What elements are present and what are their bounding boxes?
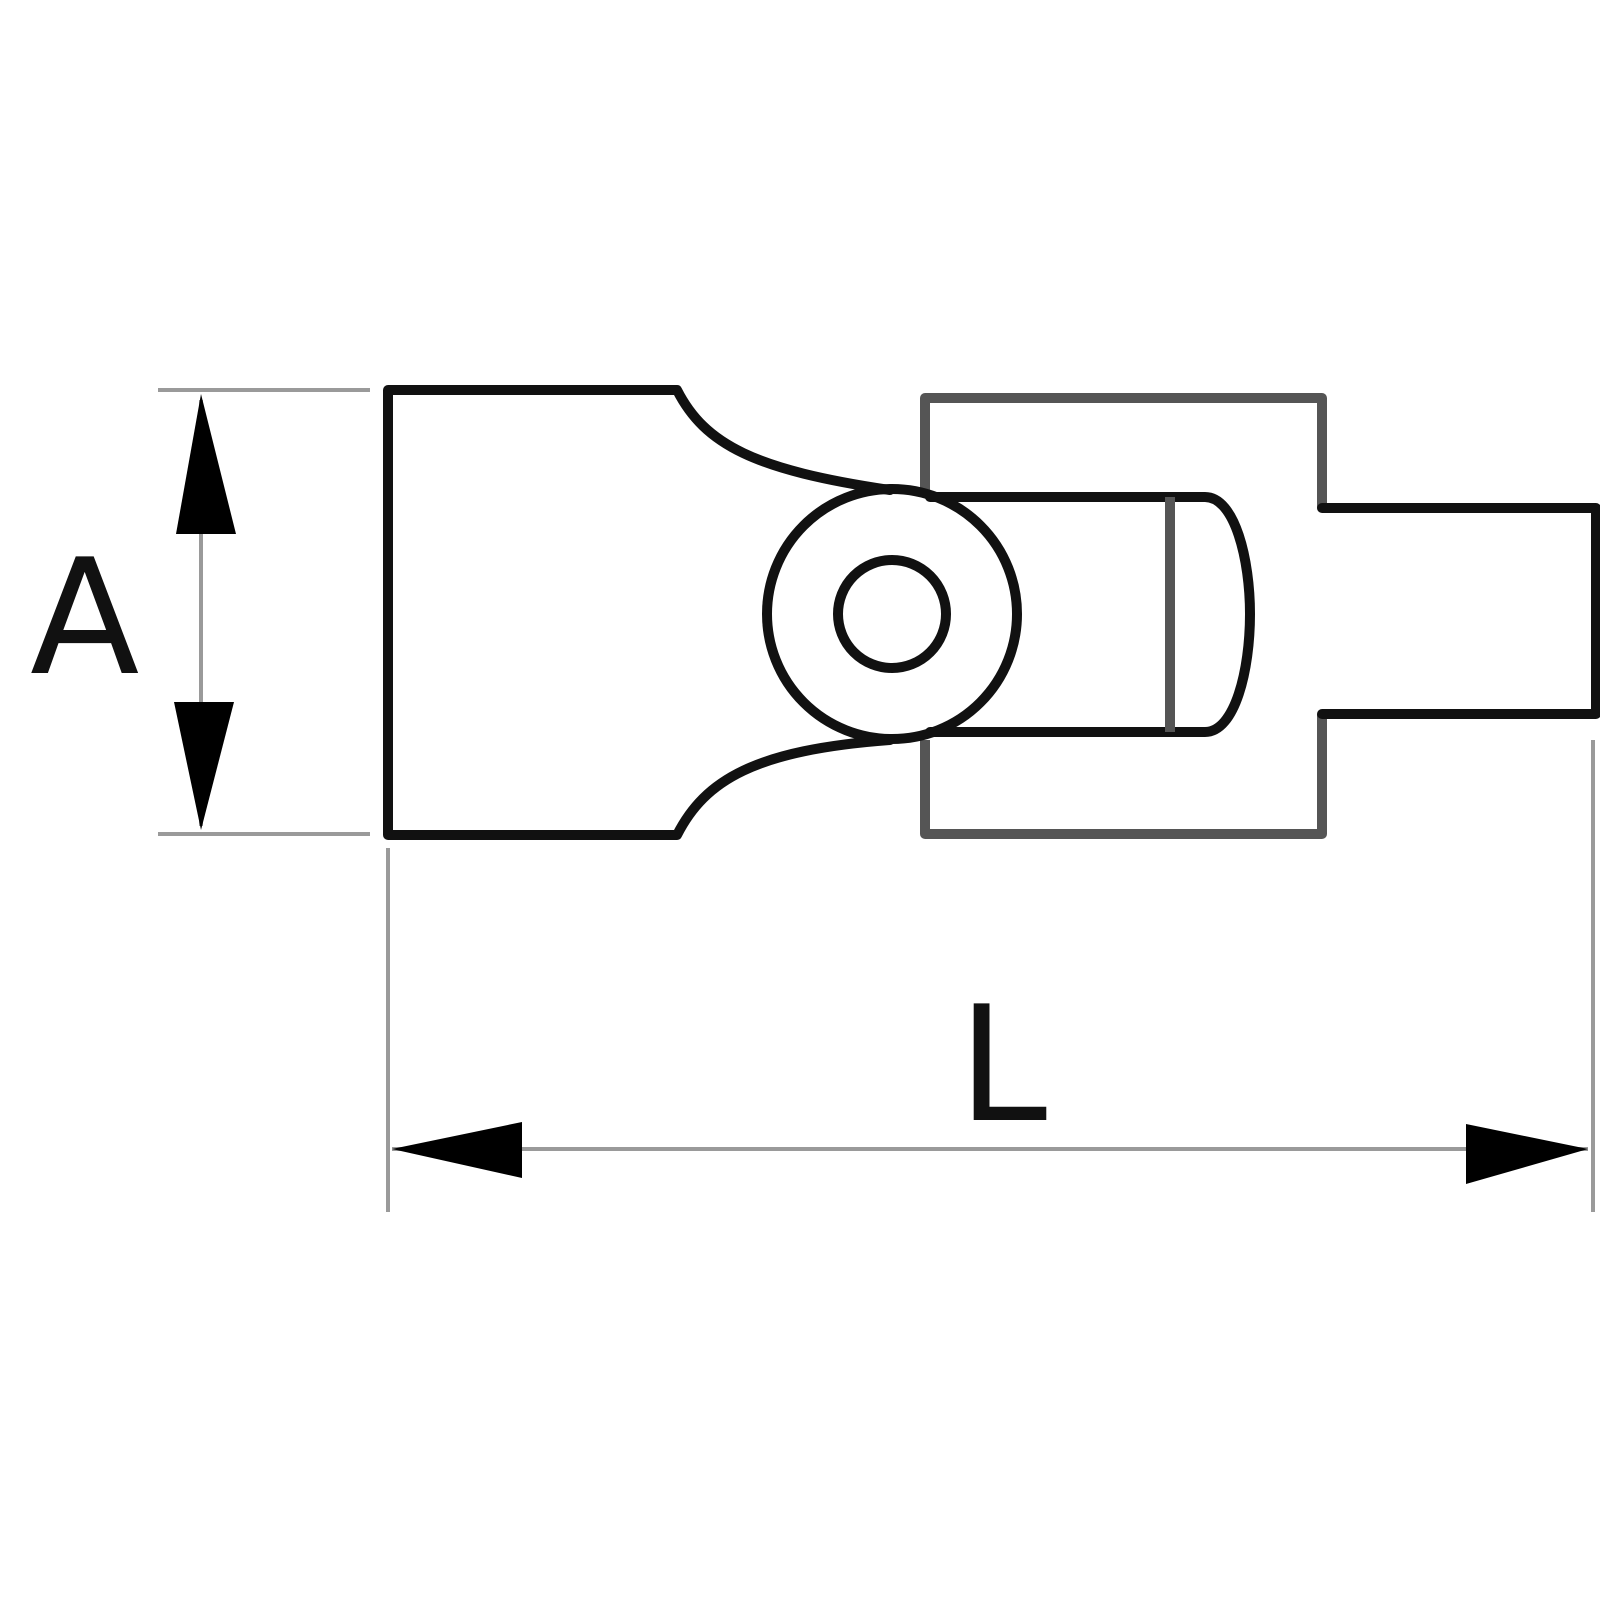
yoke-block: [920, 393, 1327, 839]
fork-sleeve: [925, 492, 1255, 737]
dimension-a-arrow-top: [176, 394, 236, 534]
output-square-drive: [1317, 503, 1600, 719]
dimension-l-arrow-right: [1466, 1124, 1588, 1184]
dimension-a-label: A: [30, 524, 139, 711]
dimension-l: L: [386, 740, 1595, 1212]
dimension-a-arrow-bottom: [174, 702, 234, 830]
pivot-ring: [762, 484, 1022, 744]
pivot-pin: [833, 555, 951, 673]
dimension-l-arrow-left: [392, 1122, 522, 1178]
dimension-l-label: L: [958, 971, 1047, 1158]
drive-housing: [383, 385, 895, 840]
dimension-a: A: [30, 388, 370, 836]
